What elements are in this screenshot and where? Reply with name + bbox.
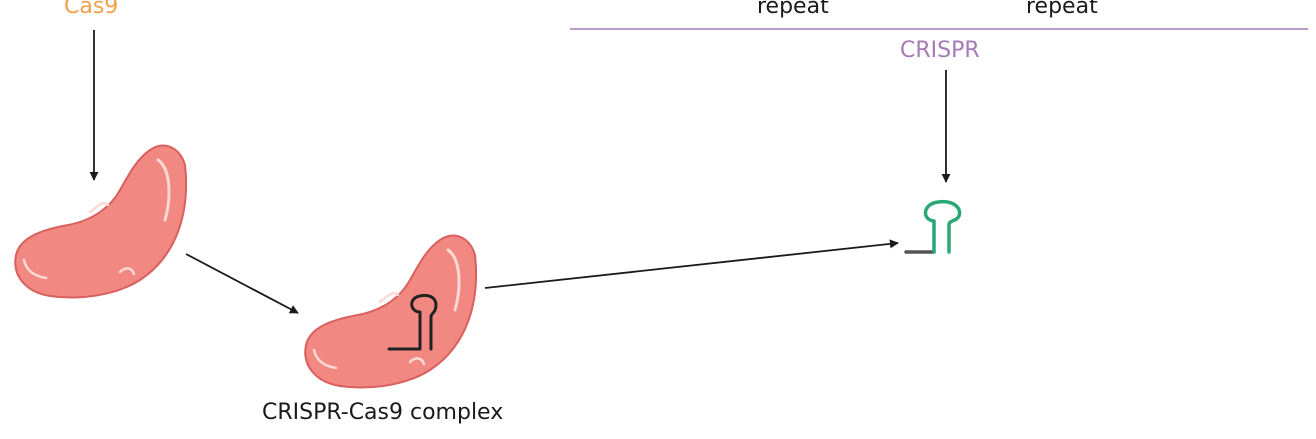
complex-protein-icon bbox=[304, 234, 478, 389]
repeat-label-left: repeat bbox=[757, 0, 829, 19]
arrow-complex-to-rna bbox=[484, 239, 899, 289]
crispr-label: CRISPR bbox=[900, 38, 980, 63]
arrow-protein-to-complex bbox=[185, 253, 299, 314]
repeat-label-right: repeat bbox=[1026, 0, 1098, 19]
cas9-label: Cas9 bbox=[64, 0, 119, 19]
cas9-protein-icon bbox=[14, 144, 188, 299]
complex-label: CRISPR-Cas9 complex bbox=[262, 400, 504, 425]
crrna-hairpin-icon bbox=[904, 199, 962, 254]
complex-guide-rna-icon bbox=[387, 293, 438, 351]
